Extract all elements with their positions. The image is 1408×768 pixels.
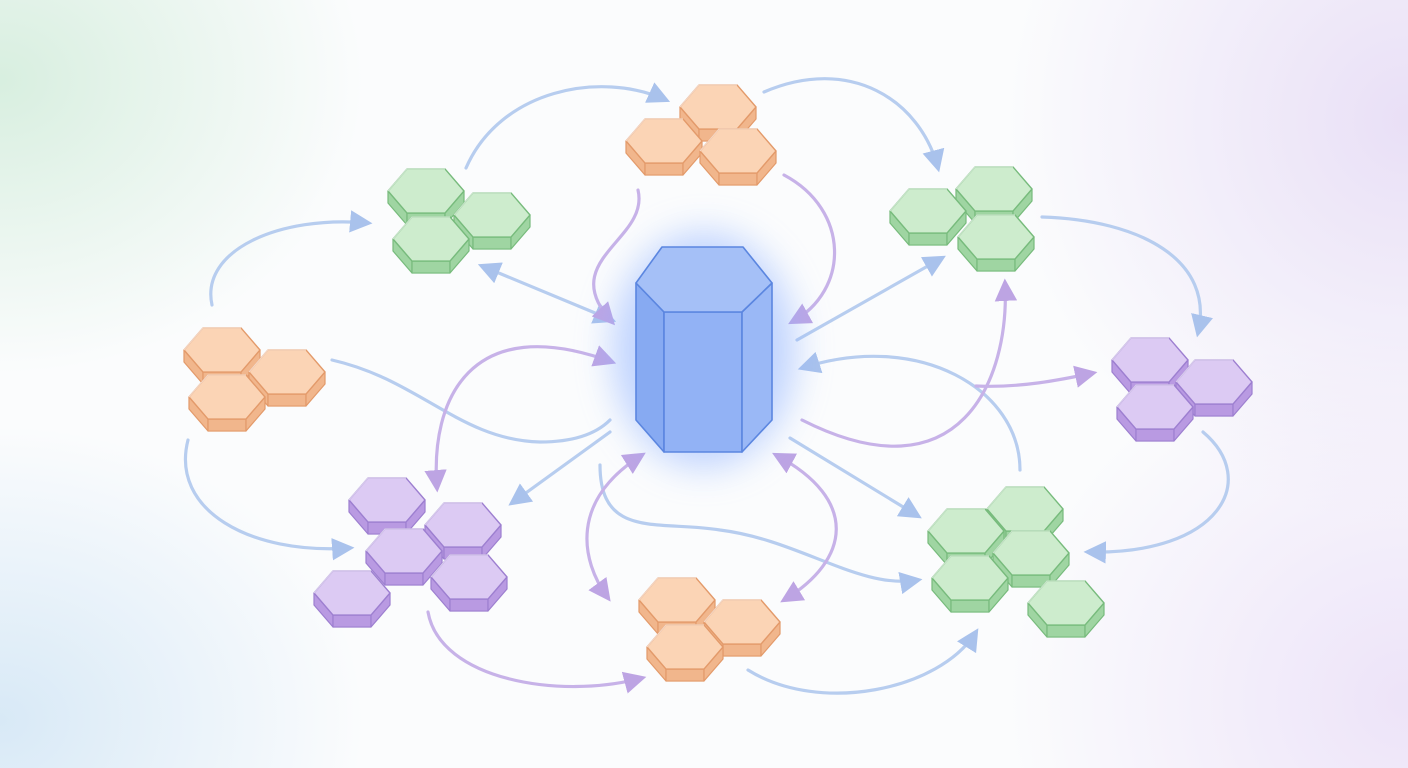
blue-arrow-6 xyxy=(1083,430,1230,564)
green-hex-tile xyxy=(392,216,470,274)
purple-hex-tile xyxy=(348,477,426,535)
blue-arrow-13 xyxy=(746,628,979,695)
green-hex-tile xyxy=(931,555,1009,613)
purple-arrow-22 xyxy=(426,610,647,694)
purple-arrow-19 xyxy=(974,365,1098,388)
green-hex-tile xyxy=(889,188,967,246)
blue-arrow-8 xyxy=(795,255,946,342)
green-bottom-right-cluster xyxy=(927,486,1105,638)
green-top-right-cluster xyxy=(889,166,1035,272)
purple-hex-tile xyxy=(430,554,508,612)
orange-left-cluster xyxy=(183,327,326,432)
purple-arrow-17 xyxy=(424,345,617,493)
green-hex-tile xyxy=(957,214,1035,272)
blue-arrow-1 xyxy=(464,82,671,170)
purple-hex-tile xyxy=(365,528,443,586)
blue-arrow-11 xyxy=(788,436,922,519)
purple-bottom-left-cluster xyxy=(313,477,508,628)
blue-arrow-2 xyxy=(762,77,945,173)
arrows-layer xyxy=(183,77,1230,695)
orange-top-cluster xyxy=(625,84,777,186)
green-top-left-cluster xyxy=(387,168,531,274)
hub-front-face xyxy=(663,311,743,453)
orange-hex-tile xyxy=(188,374,266,432)
orange-hex-tile xyxy=(699,128,777,186)
purple-hex-tile xyxy=(313,570,391,628)
purple-arrow-21 xyxy=(772,452,838,603)
purple-arrow-18 xyxy=(800,278,1018,448)
blue-arrow-3 xyxy=(209,210,373,307)
purple-arrow-15 xyxy=(591,188,641,326)
blue-arrow-7 xyxy=(477,262,617,324)
blue-arrow-5 xyxy=(183,438,355,561)
orange-bottom-cluster xyxy=(638,577,781,682)
green-hex-tile xyxy=(992,530,1070,588)
hub-top-face xyxy=(635,246,773,313)
purple-arrow-16 xyxy=(782,173,837,325)
purple-right-cluster xyxy=(1111,337,1253,442)
blue-arrow-12 xyxy=(797,351,1022,472)
orange-hex-tile xyxy=(625,118,703,176)
blue-arrow-14 xyxy=(598,463,923,595)
purple-arrow-20 xyxy=(585,452,646,602)
orange-hex-tile xyxy=(646,624,724,682)
clusters-layer xyxy=(183,84,1253,682)
blue-arrow-4 xyxy=(1040,215,1213,338)
green-hex-tile xyxy=(1027,580,1105,638)
central-hub xyxy=(612,232,796,468)
purple-hex-tile xyxy=(1116,384,1194,442)
orange-hex-tile xyxy=(248,349,326,407)
